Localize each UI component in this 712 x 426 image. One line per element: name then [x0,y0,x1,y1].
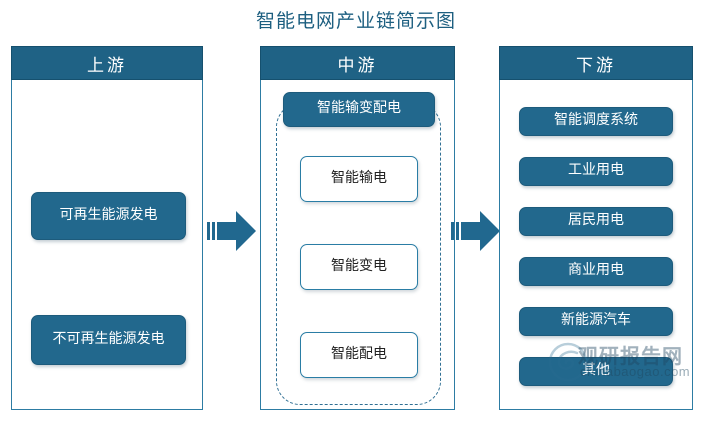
node-industrial-electricity[interactable]: 工业用电 [519,157,673,186]
node-commercial-electricity[interactable]: 商业用电 [519,257,673,286]
column-upstream-header: 上游 [11,46,203,80]
node-others[interactable]: 其他 [519,357,673,386]
column-midstream-body: 智能输变配电 智能输电 智能变电 智能配电 [260,80,455,410]
node-new-energy-vehicles[interactable]: 新能源汽车 [519,307,673,336]
node-smart-substation[interactable]: 智能变电 [300,244,418,290]
arrow-midstream-to-downstream-icon [451,208,501,254]
node-residential-electricity[interactable]: 居民用电 [519,207,673,236]
arrow-upstream-to-midstream-icon [207,208,257,254]
column-upstream-body: 可再生能源发电 不可再生能源发电 [11,80,203,410]
column-midstream-header: 中游 [260,46,455,80]
column-downstream-body: 智能调度系统 工业用电 居民用电 商业用电 新能源汽车 其他 [499,80,693,410]
node-smart-transmission[interactable]: 智能输电 [300,156,418,202]
column-downstream-header: 下游 [499,46,693,80]
column-downstream: 下游 智能调度系统 工业用电 居民用电 商业用电 新能源汽车 其他 [499,46,693,410]
node-renewable-power-generation[interactable]: 可再生能源发电 [31,192,186,240]
column-midstream: 中游 智能输变配电 智能输电 智能变电 智能配电 [260,46,455,410]
node-nonrenewable-power-generation[interactable]: 不可再生能源发电 [31,315,186,365]
node-smart-distribution[interactable]: 智能配电 [300,332,418,378]
column-upstream: 上游 可再生能源发电 不可再生能源发电 [11,46,203,410]
node-smart-dispatch-system[interactable]: 智能调度系统 [519,107,673,136]
node-smart-transmission-substation-distribution[interactable]: 智能输变配电 [283,92,435,127]
page-title: 智能电网产业链简示图 [255,11,456,32]
